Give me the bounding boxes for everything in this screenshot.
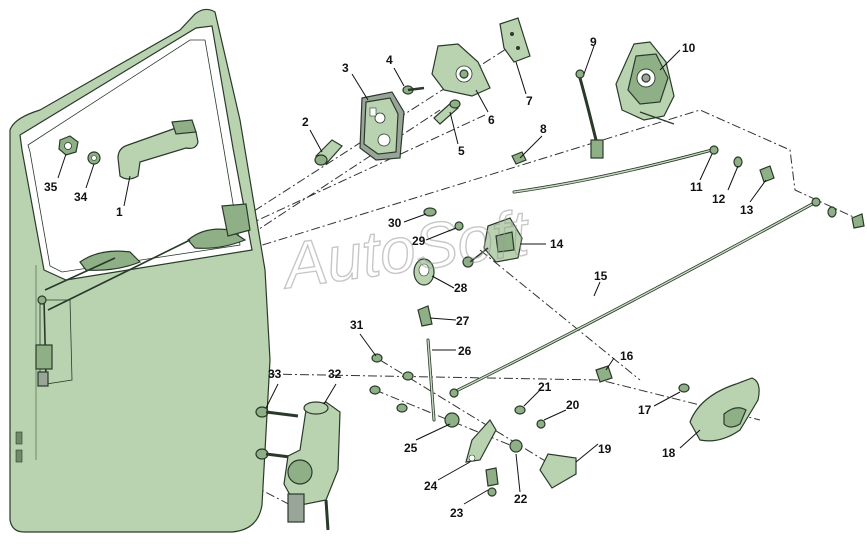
part-32-actuator [283,401,341,531]
part-13b-clip [851,213,865,229]
callout-17: 17 [638,403,652,417]
part-25-bushing [444,412,460,428]
part-5-bolt [433,99,461,125]
callout-12: 12 [712,192,726,206]
installed-mechanism [35,203,251,387]
part-6-bracket [431,43,491,97]
part-22-washer [509,439,523,453]
callout-14: 14 [550,237,564,251]
callout-9: 9 [590,35,597,49]
part-20-washer [536,419,546,429]
callout-13: 13 [740,203,754,217]
callout-4: 4 [386,53,393,67]
callout-30: 30 [388,216,402,230]
callout-22: 22 [514,492,528,506]
part-26-rod [426,338,436,422]
callout-5: 5 [458,144,465,158]
callout-10: 10 [682,41,696,55]
part-21-screw [514,405,526,415]
callout-19: 19 [598,442,612,456]
part-13-clip [759,165,775,183]
callout-33: 33 [268,367,282,381]
part-35-nut [58,135,79,156]
part-4-screw [402,85,425,95]
callout-31: 31 [350,318,364,332]
part-14-inner-lock-unit [462,217,523,268]
callout-16: 16 [620,349,634,363]
callout-3: 3 [342,61,349,75]
part-2-pin [314,139,343,166]
callout-7: 7 [526,94,533,108]
part-18-inner-handle [689,377,760,442]
part-12b-washer [827,206,837,218]
callout-11: 11 [690,180,703,194]
part-24-lever [465,418,497,463]
leader-lines [57,45,767,505]
callout-2: 2 [302,115,309,129]
part-19-bracket [539,453,577,489]
callout-8: 8 [540,122,547,136]
part-11-upper-rod [512,145,719,194]
part-15-lower-rod [449,197,821,398]
part-30-screw [423,207,437,217]
callout-29: 29 [412,234,426,248]
part-23-clip [485,467,499,497]
callout-28: 28 [454,281,468,295]
callout-32: 32 [328,367,342,381]
callout-23: 23 [450,506,464,520]
callout-20: 20 [566,398,580,412]
part-31-screws [369,353,414,413]
callout-6: 6 [488,113,495,127]
part-10-door-lock [615,41,675,125]
part-9-cable-sensor [575,69,604,159]
callout-15: 15 [594,269,608,283]
part-3-lock-block [359,91,405,161]
part-28-lock-knob [413,258,435,286]
watermark-text: AutoSoft [275,196,534,302]
callout-26: 26 [458,344,472,358]
rear-door-panel [9,8,271,533]
callout-25: 25 [404,441,418,455]
callout-1: 1 [116,205,123,219]
callout-24: 24 [424,479,438,493]
callout-labels: 1 2 3 4 5 6 7 8 9 10 11 12 13 14 15 16 1… [44,35,754,520]
part-27-sleeve [417,305,433,327]
part-29-washer [454,221,464,231]
callout-34: 34 [74,190,88,204]
part-1-outer-handle [117,119,199,180]
callout-35: 35 [44,180,58,194]
part-16-clip [595,365,613,383]
callout-21: 21 [538,380,552,394]
callout-18: 18 [662,446,676,460]
part-17-screw [678,383,690,393]
part-12-washer [733,156,743,168]
callout-27: 27 [456,314,470,328]
part-7-plate [499,17,531,63]
part-34-washer [87,151,101,165]
